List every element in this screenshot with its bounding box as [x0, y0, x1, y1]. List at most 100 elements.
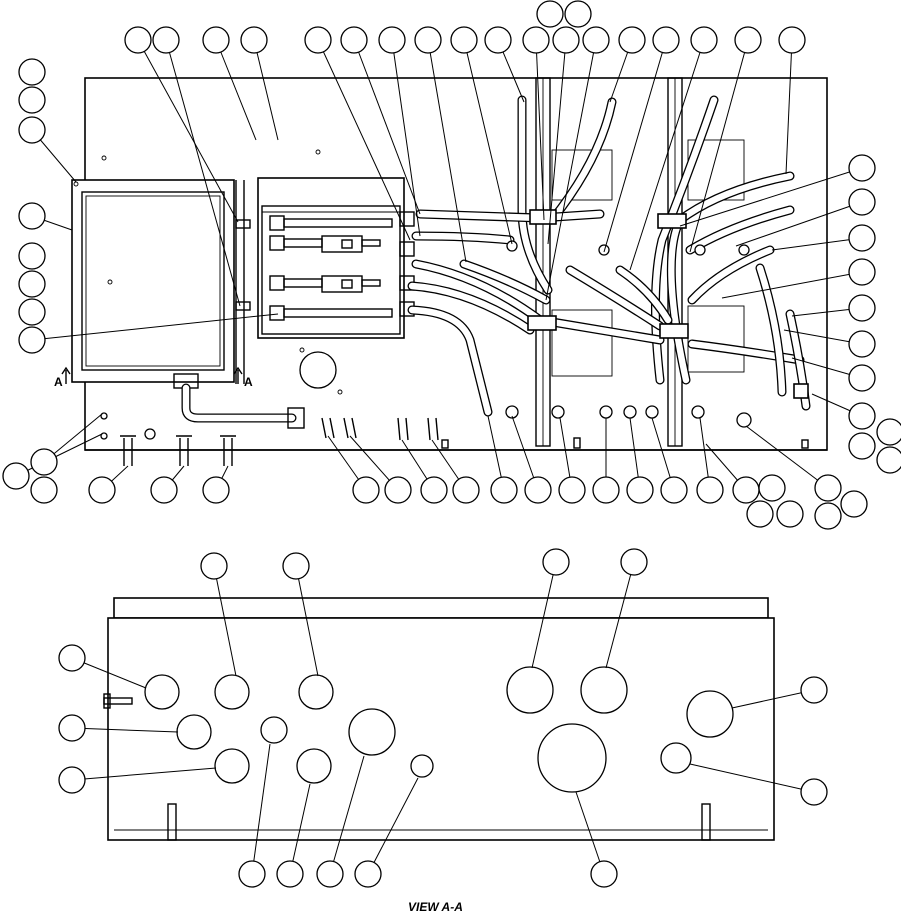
callout-balloon — [238, 860, 266, 888]
leader-line — [329, 755, 365, 875]
callout-balloon — [18, 86, 46, 114]
callout-balloon — [18, 58, 46, 86]
callout-balloon — [352, 476, 380, 504]
callout-balloon — [450, 26, 478, 54]
callout-balloon — [18, 116, 46, 144]
callout-balloon — [552, 26, 580, 54]
callout-balloon — [848, 294, 876, 322]
callout-balloon — [18, 270, 46, 298]
leader-line — [289, 783, 311, 875]
callout-balloon — [758, 474, 786, 502]
large-access-hole — [299, 351, 337, 389]
callout-balloon — [848, 330, 876, 358]
callout-balloon — [30, 476, 58, 504]
callout-balloon — [414, 26, 442, 54]
callout-balloon — [590, 860, 618, 888]
callout-balloon — [484, 26, 512, 54]
callout-balloon — [240, 26, 268, 54]
callout-balloon — [876, 418, 901, 446]
callout-balloon — [58, 644, 86, 672]
callout-balloon — [620, 548, 648, 576]
callout-balloon — [304, 26, 332, 54]
callout-balloon — [564, 0, 592, 28]
leader-line — [721, 271, 863, 299]
callout-balloon — [420, 476, 448, 504]
callout-balloon — [490, 476, 518, 504]
clamp-1 — [529, 209, 557, 225]
leader-line — [731, 689, 815, 709]
callout-balloon — [734, 26, 762, 54]
leader-line — [547, 39, 567, 245]
back-box-1 — [551, 149, 613, 201]
callout-balloon — [202, 476, 230, 504]
callout-balloon — [276, 860, 304, 888]
callout-balloon — [848, 154, 876, 182]
callout-balloon — [848, 364, 876, 392]
bottom-fittings — [100, 240, 809, 466]
callout-balloon — [340, 26, 368, 54]
section-plate — [107, 617, 775, 841]
back-box-4 — [687, 305, 745, 373]
callout-balloon — [18, 298, 46, 326]
callout-balloon — [522, 26, 550, 54]
callout-balloon — [354, 860, 382, 888]
callout-balloon — [536, 0, 564, 28]
leader-line — [427, 39, 467, 263]
callout-balloon — [282, 552, 310, 580]
leader-line — [71, 767, 217, 781]
leader-line — [251, 743, 271, 875]
leader-line — [463, 39, 513, 245]
callout-balloon — [848, 224, 876, 252]
callout-balloon — [124, 26, 152, 54]
clamp-3 — [657, 213, 687, 229]
callout-balloon — [18, 326, 46, 354]
callout-balloon — [848, 258, 876, 286]
center-component-box — [257, 177, 415, 339]
callout-balloon — [814, 502, 842, 530]
leader-line — [165, 39, 241, 307]
callout-balloon — [316, 860, 344, 888]
leader-line — [735, 201, 863, 247]
leader-line — [31, 313, 279, 341]
leader-line — [679, 167, 863, 227]
callout-balloon — [814, 474, 842, 502]
callout-balloon — [696, 476, 724, 504]
callout-balloon — [800, 676, 828, 704]
top-flange — [113, 597, 769, 619]
leader-line — [71, 727, 179, 733]
callout-balloon — [452, 476, 480, 504]
callout-balloon — [2, 462, 30, 490]
callout-balloon — [18, 202, 46, 230]
callout-balloon — [848, 188, 876, 216]
callout-balloon — [58, 766, 86, 794]
callout-balloon — [378, 26, 406, 54]
leader-line — [575, 791, 605, 875]
callout-balloon — [876, 446, 901, 474]
leader-line — [771, 237, 863, 251]
leader-line — [689, 39, 749, 253]
section-holes — [144, 666, 734, 793]
back-box-3 — [551, 309, 613, 377]
view-a-a: VIEW A-A — [103, 597, 775, 911]
callout-balloon — [626, 476, 654, 504]
callout-balloon — [848, 402, 876, 430]
clamp-5 — [793, 383, 809, 399]
leader-line — [745, 425, 829, 489]
leader-line — [391, 39, 421, 237]
leader-line — [785, 39, 793, 175]
leader-line — [253, 39, 279, 141]
callout-balloon — [30, 448, 58, 476]
leader-line — [317, 39, 411, 241]
callout-balloon — [592, 476, 620, 504]
leader-line — [213, 565, 237, 677]
callout-balloon — [582, 26, 610, 54]
callout-balloon — [150, 476, 178, 504]
leader-line — [689, 763, 815, 793]
callout-balloon — [800, 778, 828, 806]
leader-line — [603, 39, 667, 253]
leader-line — [15, 433, 103, 477]
leader-line — [629, 39, 705, 271]
section-marker-right: A — [244, 375, 253, 389]
callout-balloon — [542, 548, 570, 576]
